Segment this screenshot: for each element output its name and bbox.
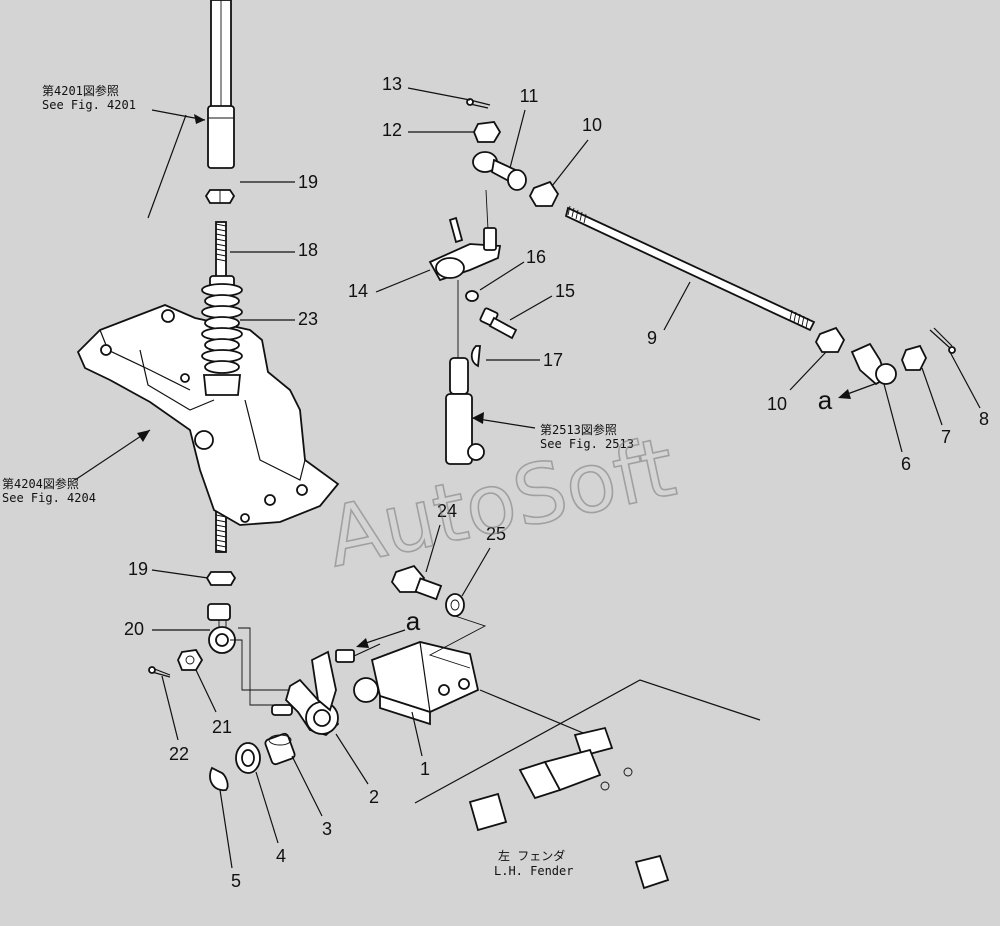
callout-24: 24 [437, 501, 457, 521]
nut-10-lower [814, 326, 846, 353]
view-marker-a: a [818, 385, 833, 415]
nut-19-upper [204, 189, 236, 204]
callout-21: 21 [212, 717, 232, 737]
bracket-1 [353, 641, 480, 726]
callout-9: 9 [647, 328, 657, 348]
washer-4 [235, 742, 261, 774]
key-17 [470, 345, 481, 368]
lever-14 [428, 216, 502, 282]
callout-1: 1 [420, 759, 430, 779]
ref-fig2513-jp: 第2513図参照 [540, 422, 617, 437]
boot-23 [201, 275, 243, 396]
washer-16 [465, 290, 479, 302]
callout-10: 10 [582, 115, 602, 135]
ref-fig4204-jp: 第4204図参照 [2, 476, 79, 491]
view-marker-a: a [406, 606, 421, 636]
nut-10-upper [528, 180, 560, 207]
cotter-pin-13 [466, 98, 491, 109]
callout-17: 17 [543, 350, 563, 370]
ref-fig4201-en: See Fig. 4201 [42, 98, 136, 112]
bolt-24 [390, 564, 443, 601]
watermark: AutoSoft [319, 420, 683, 586]
rod-9 [564, 205, 816, 332]
callout-25: 25 [486, 524, 506, 544]
callout-7: 7 [941, 427, 951, 447]
callout-5: 5 [231, 871, 241, 891]
callout-2: 2 [369, 787, 379, 807]
bracket-plate [76, 304, 340, 526]
ref-fender-en: L.H. Fender [494, 864, 573, 878]
callout-23: 23 [298, 309, 318, 329]
callout-4: 4 [276, 846, 286, 866]
leader-lines [147, 87, 981, 869]
callout-11: 11 [520, 86, 539, 106]
bushing-3 [264, 732, 296, 766]
shaft-2513 [445, 357, 485, 465]
ref-fig4201-jp: 第4201図参照 [42, 83, 119, 98]
ref-fender-jp: 左 フェンダ [498, 848, 565, 863]
callout-12: 12 [382, 120, 402, 140]
washer-25 [445, 593, 465, 617]
callout-10: 10 [767, 394, 787, 414]
lever-2 [271, 650, 340, 737]
reference-arrows [74, 109, 881, 648]
view-markers: aa [406, 385, 833, 636]
callout-18: 18 [298, 240, 318, 260]
callout-6: 6 [901, 454, 911, 474]
callout-8: 8 [979, 409, 989, 429]
callout-15: 15 [555, 281, 575, 301]
upper-rod [207, 0, 235, 169]
callout-22: 22 [169, 744, 189, 764]
callout-13: 13 [382, 74, 402, 94]
nut-21 [177, 649, 204, 671]
bolt-view-a [335, 643, 381, 663]
fender-lh [414, 679, 761, 890]
callout-16: 16 [526, 247, 546, 267]
callout-19: 19 [128, 559, 148, 579]
callout-14: 14 [348, 281, 368, 301]
rod-end-11 [472, 151, 527, 231]
reference-labels: 第4201図参照 See Fig. 4201 第4204図参照 See Fig.… [2, 83, 634, 878]
nut-12 [473, 121, 502, 143]
bolt-15 [479, 307, 518, 340]
cotter-pin-22 [148, 666, 171, 678]
nut-19-lower [205, 571, 237, 586]
ref-fig2513-en: See Fig. 2513 [540, 437, 634, 451]
callout-20: 20 [124, 619, 144, 639]
nut-7 [901, 344, 928, 371]
snap-ring-5 [209, 766, 229, 792]
cotter-pin-8 [929, 327, 956, 354]
callout-19: 19 [298, 172, 318, 192]
rod-end-6 [850, 342, 897, 386]
callout-3: 3 [322, 819, 332, 839]
joint-20 [207, 603, 236, 654]
ref-fig4204-en: See Fig. 4204 [2, 491, 96, 505]
